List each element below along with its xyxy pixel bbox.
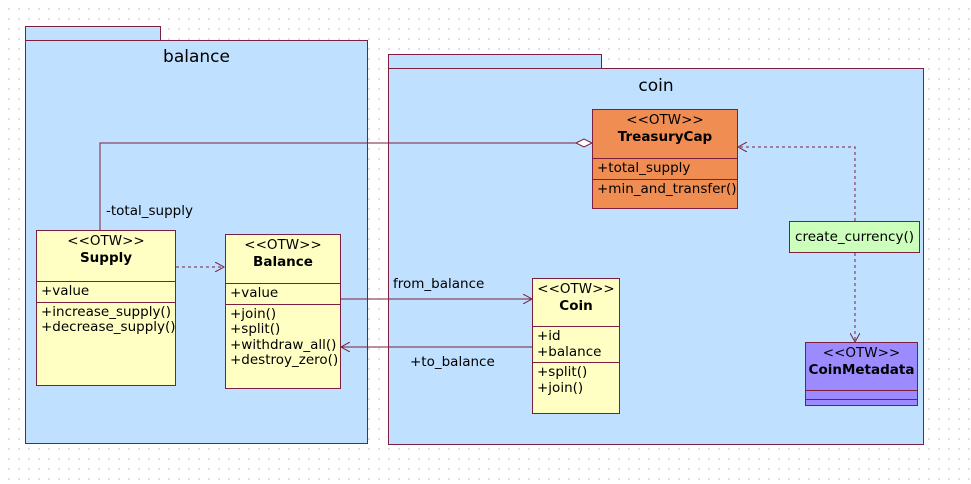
- balance-operation: +withdraw_all(): [230, 336, 337, 353]
- treasury-cap-class-name: TreasuryCap: [617, 129, 713, 145]
- treasury-cap-operation: +min_and_transfer(): [597, 180, 737, 197]
- from-balance-label: from_balance: [393, 276, 485, 292]
- create-currency-treasury-dependency: [738, 147, 856, 221]
- balance-class[interactable]: <<OTW>> Balance +value +join() +split() …: [225, 234, 341, 389]
- treasury-cap-attribute: +total_supply: [597, 160, 691, 176]
- balance-stereotype: <<OTW>>: [244, 237, 322, 253]
- total-supply-label: -total_supply: [106, 203, 193, 219]
- coin-operation: +split(): [537, 364, 588, 380]
- create-currency-label: create_currency(): [795, 229, 914, 245]
- aggregation-line: [99, 142, 576, 230]
- coin-package-tab: [388, 54, 602, 69]
- supply-operation: +increase_supply(): [41, 303, 171, 320]
- supply-attribute: +value: [41, 283, 90, 299]
- treasury-cap-stereotype: <<OTW>>: [626, 112, 704, 128]
- balance-package-tab: [25, 26, 161, 41]
- balance-attribute: +value: [230, 285, 279, 301]
- balance-class-name: Balance: [253, 254, 313, 270]
- coin-attribute: +balance: [537, 343, 602, 360]
- balance-operation: +destroy_zero(): [230, 352, 339, 368]
- coin-metadata-attributes-section: [806, 390, 917, 399]
- coin-operation: +join(): [537, 379, 584, 396]
- to-balance-label: +to_balance: [410, 354, 495, 370]
- coin-class[interactable]: <<OTW>> Coin +id +balance +split() +join…: [532, 278, 620, 414]
- coin-stereotype: <<OTW>>: [537, 281, 615, 297]
- coin-attribute: +id: [537, 328, 561, 344]
- balance-operation: +join(): [230, 305, 277, 322]
- balance-package-title: balance: [163, 47, 230, 67]
- coin-metadata-stereotype: <<OTW>>: [822, 345, 901, 361]
- supply-operation: +decrease_supply(): [41, 319, 176, 335]
- balance-operation: +split(): [230, 321, 281, 337]
- coin-metadata-class-name: CoinMetadata: [808, 362, 915, 378]
- supply-class-name: Supply: [79, 250, 133, 266]
- coin-metadata-class[interactable]: <<OTW>> CoinMetadata: [805, 342, 918, 406]
- supply-class[interactable]: <<OTW>> Supply +value +increase_supply()…: [36, 230, 176, 386]
- coin-class-name: Coin: [559, 298, 593, 314]
- aggregation-diamond: [574, 138, 594, 148]
- coin-metadata-operations-section: [806, 399, 917, 408]
- create-currency-box[interactable]: create_currency(): [789, 221, 920, 253]
- coin-package-title: coin: [638, 76, 674, 96]
- supply-stereotype: <<OTW>>: [67, 233, 145, 249]
- treasury-cap-class[interactable]: <<OTW>> TreasuryCap +total_supply +min_a…: [592, 109, 738, 209]
